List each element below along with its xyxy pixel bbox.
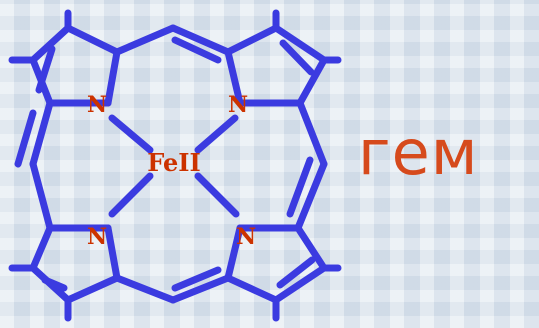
nitrogen-label-top-left: N	[87, 92, 107, 118]
iron-center-label: FeII	[147, 148, 200, 177]
nitrogen-label-top-right: N	[228, 92, 248, 118]
nitrogen-label-bottom-right: N	[236, 224, 256, 250]
compound-name: гем	[358, 116, 479, 189]
atom-labels: N N FeII N N	[87, 92, 256, 250]
bond-lines	[8, 9, 342, 322]
nitrogen-label-bottom-left: N	[87, 224, 107, 250]
